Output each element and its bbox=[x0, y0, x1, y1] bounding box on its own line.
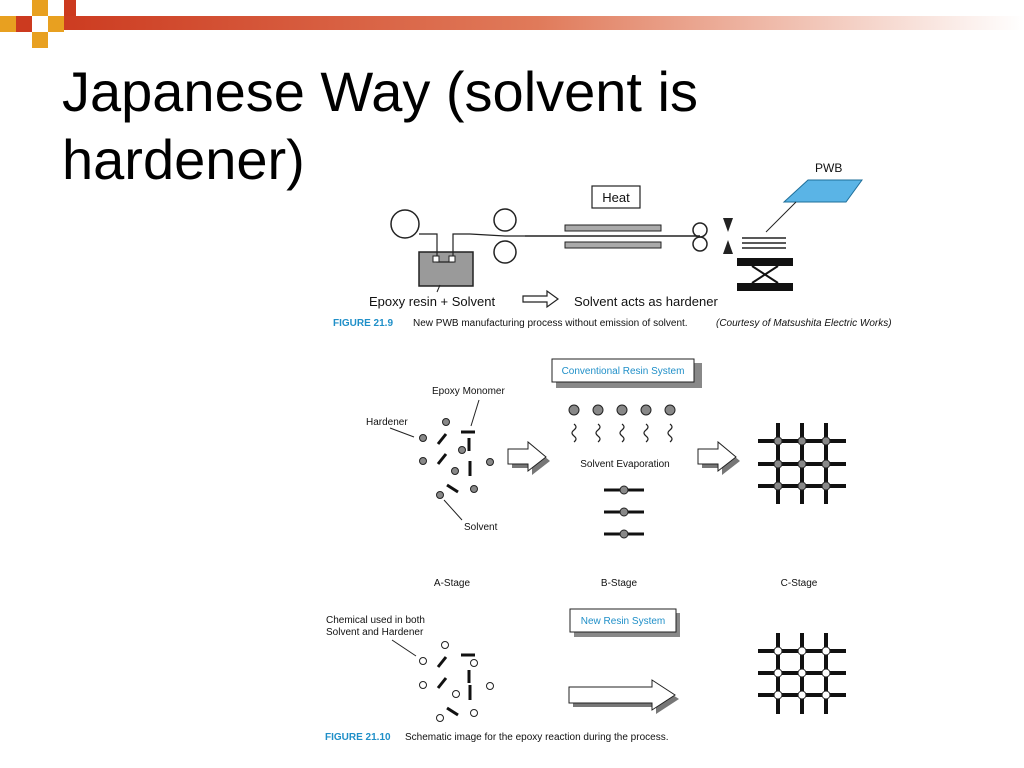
hardener-dot bbox=[486, 458, 494, 466]
web-s-path bbox=[469, 233, 525, 237]
chemical-label-line1: Chemical used in both bbox=[326, 615, 425, 626]
heater-top bbox=[564, 224, 662, 232]
pwb-board bbox=[782, 179, 863, 203]
figure-21-10-number: FIGURE 21.10 bbox=[325, 732, 391, 743]
b-dot bbox=[640, 404, 652, 416]
squiggle bbox=[619, 423, 625, 443]
monomer-bar bbox=[436, 453, 448, 465]
arrow-b-to-c bbox=[697, 440, 737, 473]
tank-roller-right bbox=[448, 255, 456, 263]
b-stage-dots bbox=[568, 404, 676, 416]
square-orange-4 bbox=[32, 32, 48, 48]
new-box-label: New Resin System bbox=[581, 616, 665, 627]
hardener-dot bbox=[458, 446, 466, 454]
square-orange-3 bbox=[0, 16, 16, 32]
conventional-box bbox=[551, 358, 695, 383]
b-stage-squiggles bbox=[571, 423, 673, 443]
heater-bottom bbox=[564, 241, 662, 249]
a-stage-molecules bbox=[419, 418, 494, 499]
new-a-stage-monomers bbox=[436, 653, 475, 717]
square-orange-2 bbox=[48, 16, 64, 32]
new-a-stage-open-dots bbox=[419, 641, 494, 722]
press-plate-bottom bbox=[737, 283, 793, 291]
pull-roll-top bbox=[692, 222, 708, 238]
c-stage-network-conventional bbox=[758, 423, 846, 504]
squiggle bbox=[571, 423, 577, 443]
new-box bbox=[569, 608, 677, 633]
monomer-bar bbox=[436, 433, 448, 445]
pull-roll-bottom bbox=[692, 236, 708, 252]
slide-title: Japanese Way (solvent is hardener) bbox=[62, 60, 698, 191]
press-plate-top bbox=[737, 258, 793, 266]
feed-roll bbox=[390, 209, 420, 239]
solvent-label: Solvent bbox=[464, 522, 498, 533]
chemical-pointer bbox=[391, 639, 417, 657]
stage-b-label: B-Stage bbox=[601, 578, 638, 589]
solvent-hardener-label: Solvent acts as hardener bbox=[574, 294, 718, 309]
resin-tank bbox=[418, 251, 474, 287]
b-dot bbox=[664, 404, 676, 416]
b-stage-chains bbox=[604, 485, 644, 539]
process-arrow bbox=[522, 289, 560, 309]
hardener-dot bbox=[470, 485, 478, 493]
b-dot bbox=[568, 404, 580, 416]
hardener-pointer bbox=[389, 427, 415, 438]
figure-21-9-credit: (Courtesy of Matsushita Electric Works) bbox=[716, 318, 892, 329]
tank-pointer bbox=[436, 284, 441, 293]
square-red-2 bbox=[64, 0, 76, 16]
heat-label: Heat bbox=[602, 190, 630, 205]
cutter-top bbox=[723, 218, 733, 232]
square-red-1 bbox=[16, 16, 32, 32]
epoxy-monomer-label: Epoxy Monomer bbox=[432, 386, 505, 397]
long-arrow bbox=[568, 679, 676, 711]
pwb-pointer bbox=[765, 201, 797, 233]
figure-21-9: Heat PWB Epoxy resin + Solvent Solvent a… bbox=[333, 161, 892, 329]
square-orange-1 bbox=[32, 0, 48, 16]
b-dot bbox=[616, 404, 628, 416]
pwb-label: PWB bbox=[815, 161, 842, 175]
hardener-dot bbox=[442, 418, 450, 426]
squiggle bbox=[667, 423, 673, 443]
hardener-dot bbox=[436, 491, 444, 499]
hardener-dot bbox=[419, 457, 427, 465]
squeeze-roll-top bbox=[493, 208, 517, 232]
header-gradient-bar bbox=[50, 16, 1024, 30]
hardener-label: Hardener bbox=[366, 417, 408, 428]
tank-roller-left bbox=[432, 255, 440, 263]
web-dip bbox=[419, 233, 470, 263]
solvent-evaporation-label: Solvent Evaporation bbox=[580, 459, 670, 470]
figure-21-10-caption: Schematic image for the epoxy reaction d… bbox=[405, 732, 668, 743]
squiggle bbox=[595, 423, 601, 443]
b-dot bbox=[592, 404, 604, 416]
heat-box bbox=[591, 185, 641, 209]
stage-a-label: A-Stage bbox=[434, 578, 471, 589]
conventional-box-label: Conventional Resin System bbox=[562, 366, 685, 377]
figure-21-9-caption: New PWB manufacturing process without em… bbox=[413, 318, 688, 329]
squiggle bbox=[643, 423, 649, 443]
hardener-dot bbox=[451, 467, 459, 475]
epoxy-solvent-label: Epoxy resin + Solvent bbox=[369, 294, 495, 309]
c-stage-network-new bbox=[758, 633, 846, 714]
monomer-bar bbox=[446, 483, 459, 494]
figure-21-10: Conventional Resin System Epoxy Monomer … bbox=[325, 358, 846, 743]
monomer-pointer bbox=[470, 399, 480, 427]
press-x-2 bbox=[751, 265, 779, 284]
hardener-dot bbox=[419, 434, 427, 442]
squeeze-roll-bottom bbox=[493, 240, 517, 264]
solvent-pointer bbox=[443, 499, 463, 521]
chemical-label-line2: Solvent and Hardener bbox=[326, 627, 424, 638]
stage-c-label: C-Stage bbox=[781, 578, 818, 589]
cutter-bottom bbox=[723, 240, 733, 254]
header-decoration bbox=[0, 0, 1024, 48]
a-stage-monomers bbox=[436, 430, 475, 494]
arrow-a-to-b bbox=[507, 440, 547, 473]
figure-21-9-number: FIGURE 21.9 bbox=[333, 318, 393, 329]
